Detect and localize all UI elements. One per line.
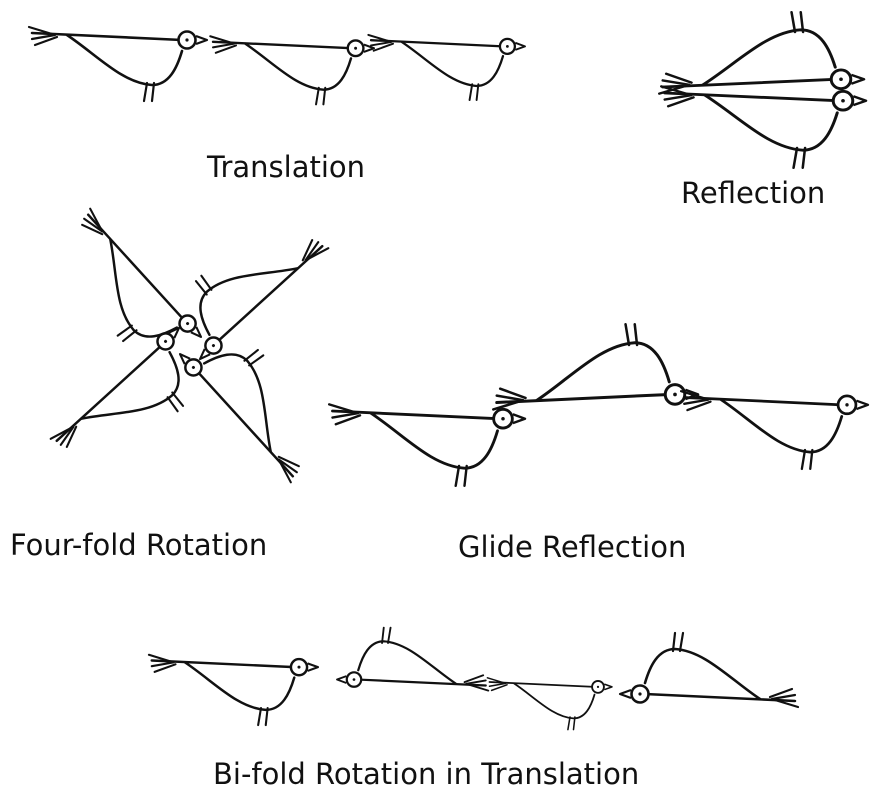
bird-figure xyxy=(49,318,222,490)
glide-reflection-group xyxy=(327,322,870,488)
bird-figure xyxy=(327,402,527,488)
bird-figure xyxy=(27,25,209,103)
bird-figure xyxy=(147,653,320,727)
bird-figure xyxy=(679,389,870,471)
bi-fold-rotation-caption: Bi-fold Rotation in Translation xyxy=(213,757,640,791)
bird-figure xyxy=(157,197,330,369)
reflection-group xyxy=(657,10,868,170)
bi-fold-rotation-group xyxy=(147,626,800,731)
bird-figure xyxy=(209,35,376,106)
four-fold-rotation-group xyxy=(39,197,342,490)
four-fold-rotation-caption: Four-fold Rotation xyxy=(10,528,268,562)
bird-figure xyxy=(486,676,613,731)
bird-figure xyxy=(657,10,866,96)
glide-reflection-caption: Glide Reflection xyxy=(458,530,687,564)
bird-figure xyxy=(659,84,868,170)
translation-group xyxy=(27,25,527,106)
bird-figure xyxy=(367,33,527,102)
bird-figure xyxy=(618,631,800,709)
bird-figure xyxy=(39,207,211,380)
reflection-caption: Reflection xyxy=(681,176,826,210)
bird-figure xyxy=(170,311,342,484)
bird-figure xyxy=(491,322,700,411)
translation-caption: Translation xyxy=(207,150,366,184)
bird-figure xyxy=(335,626,490,692)
